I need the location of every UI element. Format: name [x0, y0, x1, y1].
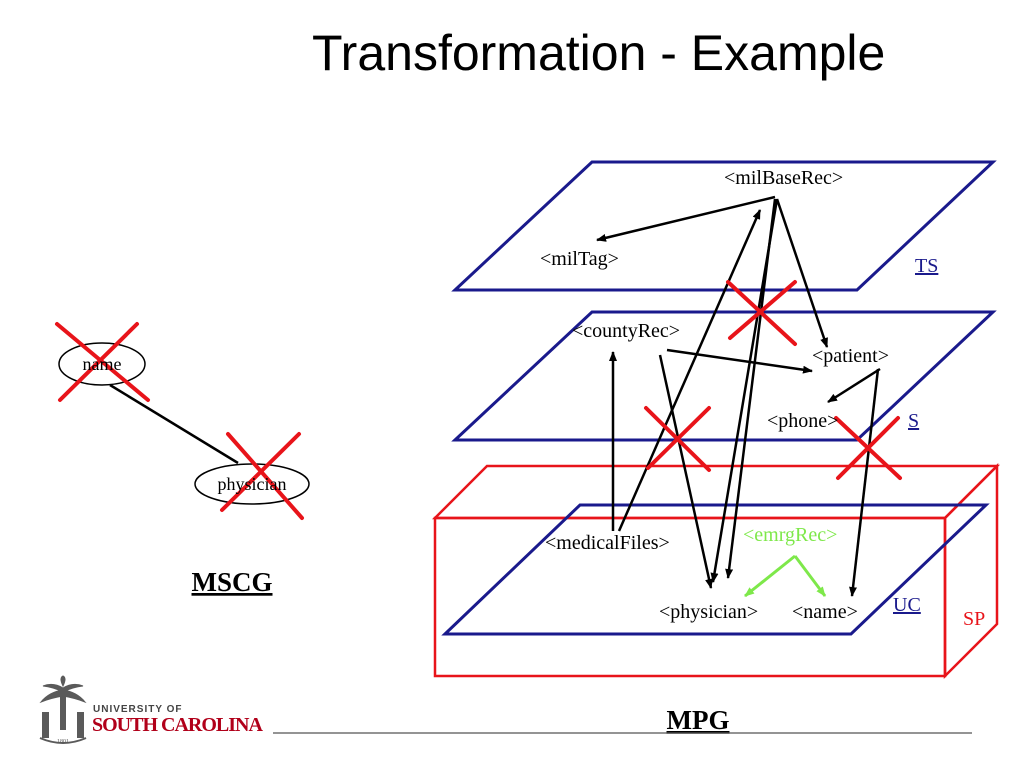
edge-countyrec-physician: [658, 354, 713, 589]
mscg-node-name: name: [83, 354, 122, 374]
uc-plane: [441, 503, 990, 636]
mscg-node-physician: physician: [218, 474, 287, 494]
edge-milbaserec-medicalfiles: [725, 198, 777, 579]
ts-plane: [451, 160, 997, 292]
logo-line2: SOUTH CAROLINA: [92, 714, 263, 736]
plane-label-uc: UC: [893, 594, 921, 616]
cross-mscg-physician: [220, 432, 304, 520]
slide-title: Transformation - Example: [312, 25, 886, 81]
edge-patient-name: [849, 368, 880, 597]
edge-countyrec-patient: [666, 348, 813, 374]
emrgrec-edges: [744, 554, 827, 598]
cross-s-left: [644, 406, 711, 472]
cross-marks: [55, 280, 902, 520]
logo-seal-year: 1801: [57, 739, 69, 745]
edge-medicalfiles-milbaserec: [617, 209, 762, 532]
node-patient: <patient>: [812, 345, 889, 367]
node-physician: <physician>: [659, 601, 758, 623]
cross-ts: [726, 280, 797, 346]
edge-milbaserec-miltag: [596, 195, 776, 242]
s-plane: [451, 310, 997, 442]
node-countyrec: <countyRec>: [572, 320, 680, 342]
edge-milbaserec-patient: [775, 198, 829, 348]
node-name: <name>: [792, 601, 858, 623]
node-medicalfiles: <medicalFiles>: [545, 532, 670, 554]
plane-label-ts: TS: [915, 255, 938, 277]
palmetto-tree-icon: [39, 675, 87, 744]
node-milbaserec: <milBaseRec>: [724, 167, 843, 189]
cross-mscg-name: [55, 322, 150, 402]
sp-cube: [431, 462, 1001, 680]
node-miltag: <milTag>: [540, 248, 619, 270]
node-phone: <phone>: [767, 410, 838, 432]
mscg-edge: [109, 383, 239, 465]
cross-s-right: [834, 416, 902, 480]
node-emrgrec: <emrgRec>: [743, 524, 837, 546]
plane-label-sp: SP: [963, 608, 985, 630]
edge-patient-phone: [827, 367, 881, 404]
logo-line1: UNIVERSITY OF: [93, 704, 183, 715]
university-logo: 1801 UNIVERSITY OF SOUTH CAROLINA: [39, 675, 264, 745]
mpg-edges: [596, 195, 881, 597]
plane-label-s: S: [908, 410, 919, 432]
mscg-label: MSCG: [192, 567, 273, 597]
mpg-label: MPG: [667, 705, 730, 735]
